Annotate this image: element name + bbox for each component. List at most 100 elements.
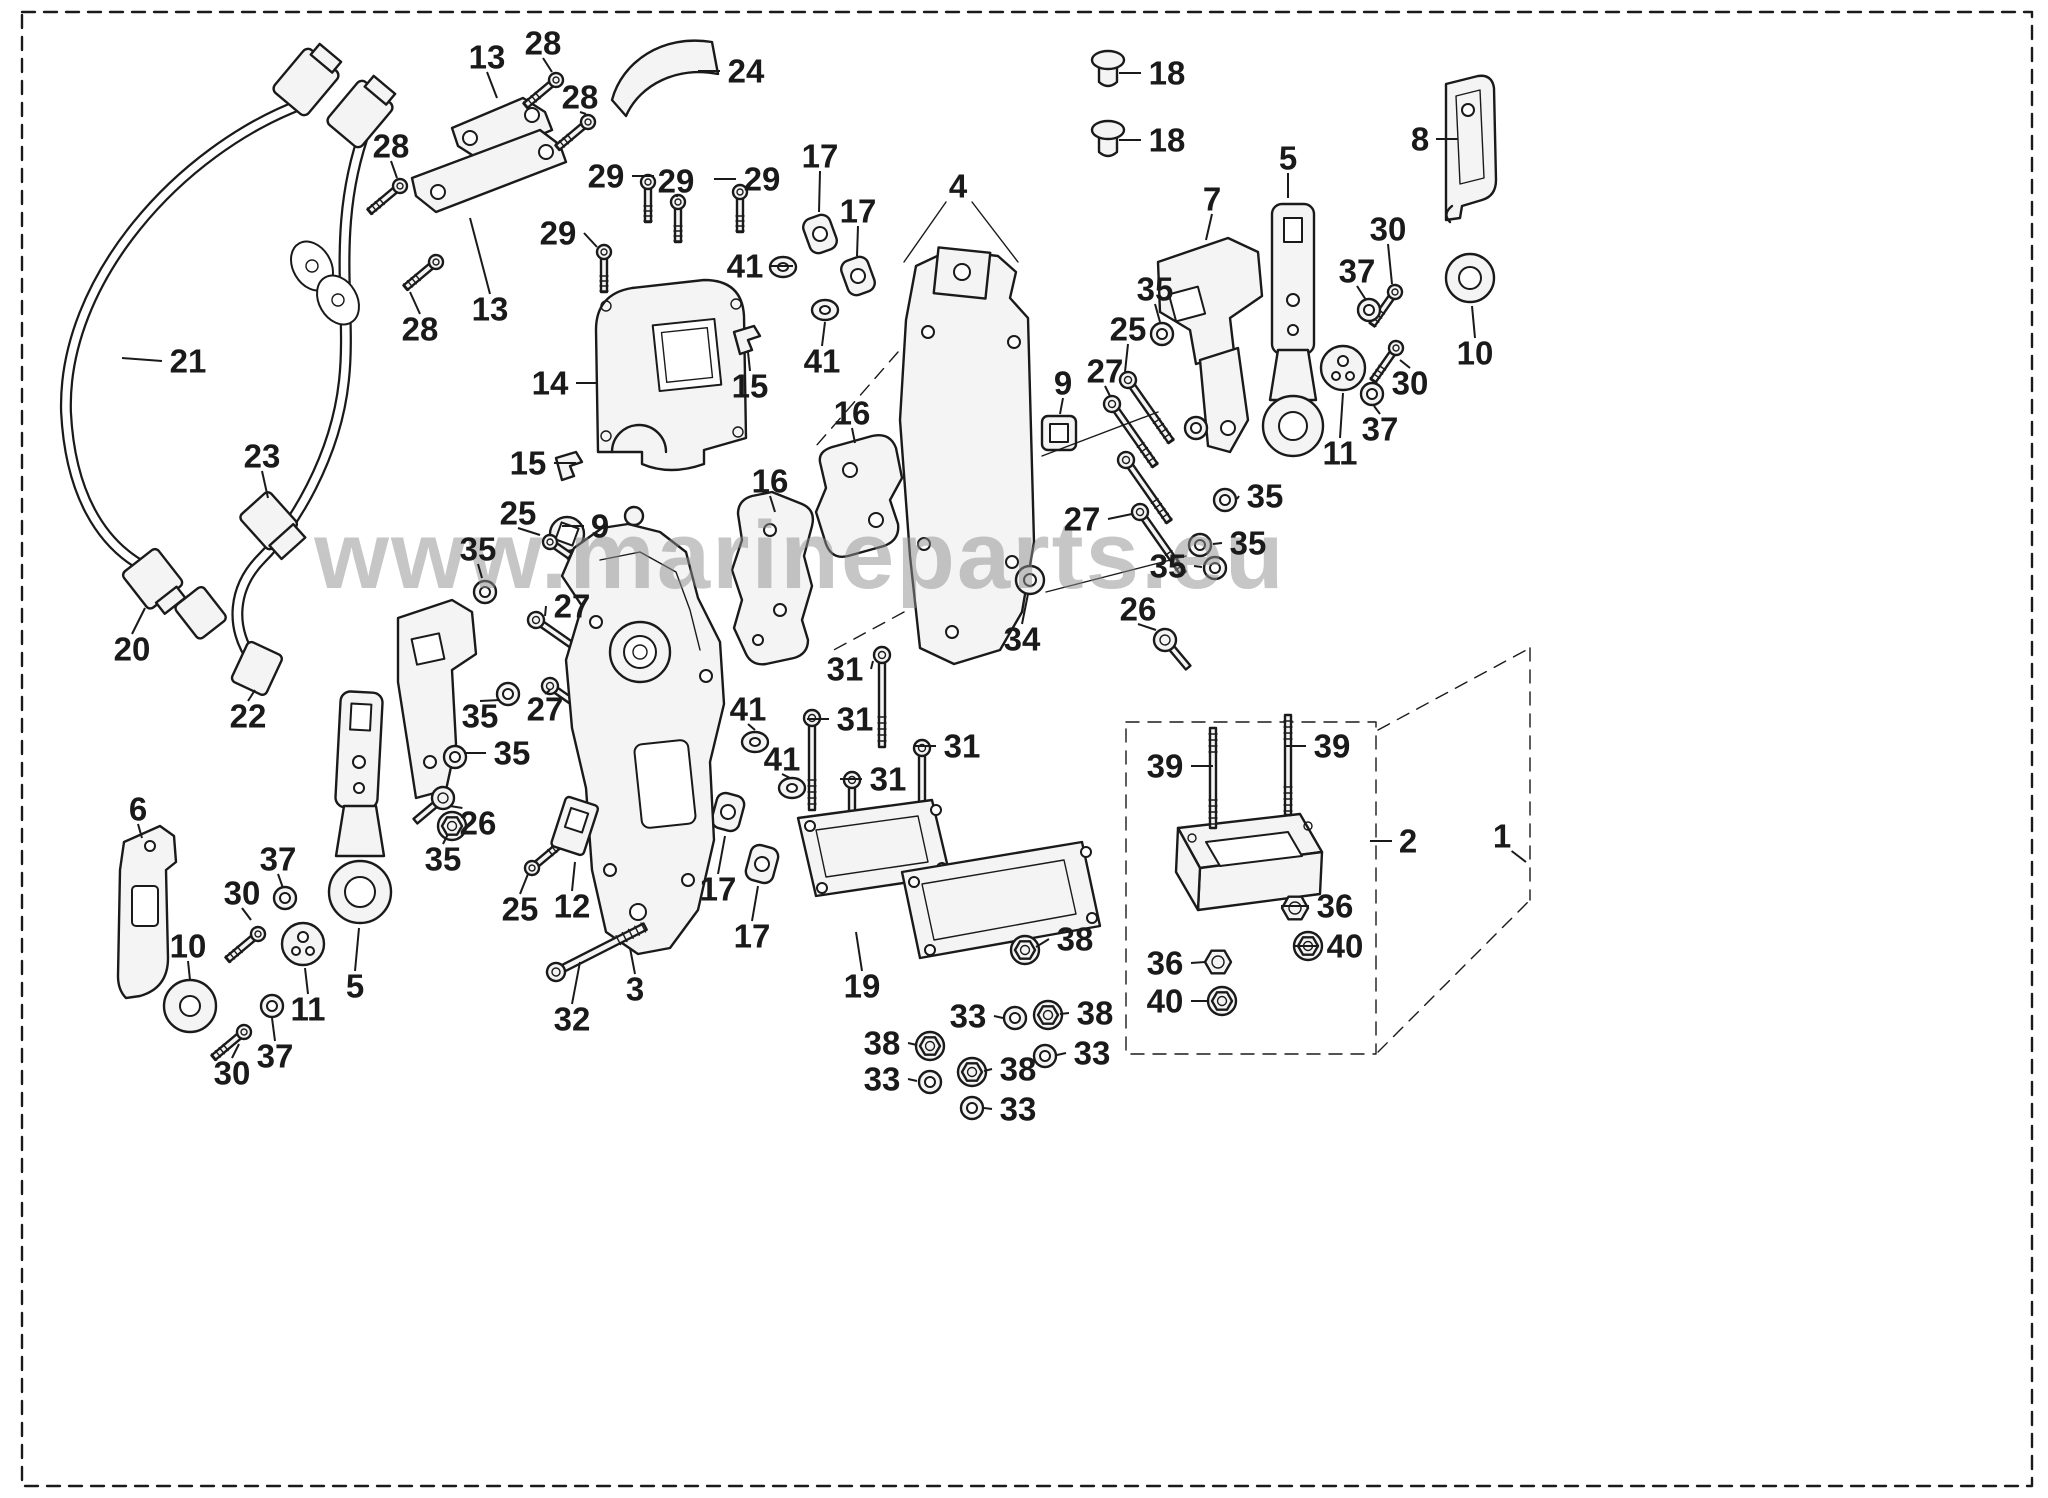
bracket-4 — [815, 201, 1036, 666]
leader-line-26 — [1137, 623, 1157, 631]
leader-line-30 — [1399, 359, 1411, 369]
leader-line-30 — [241, 907, 252, 921]
lever-5-left — [327, 690, 393, 925]
switch-housing-left — [396, 598, 478, 800]
housing-6 — [116, 824, 178, 1000]
part-number-30: 30 — [1370, 211, 1407, 248]
bolt-31-a — [872, 645, 892, 749]
collar-33-c — [917, 1069, 943, 1095]
leader-line-37 — [271, 1017, 276, 1042]
clamp-17-c — [710, 791, 746, 833]
part-number-35: 35 — [462, 698, 499, 735]
part-number-10: 10 — [1457, 335, 1494, 372]
part-number-33: 33 — [1074, 1035, 1111, 1072]
pin-18-a — [1090, 49, 1126, 88]
leader-line-1 — [1510, 850, 1527, 863]
leader-line-10 — [1471, 305, 1476, 339]
part-number-13: 13 — [469, 39, 506, 76]
mount-41-d — [777, 776, 807, 800]
clamp-17-a — [802, 213, 838, 255]
leader-line-38 — [907, 1042, 918, 1046]
clip-15-a — [732, 324, 762, 356]
part-number-41: 41 — [804, 343, 841, 380]
leader-line-17 — [856, 225, 859, 257]
washer-35-b — [1183, 415, 1209, 441]
part-number-23: 23 — [244, 438, 281, 475]
part-number-19: 19 — [844, 968, 881, 1005]
leader-line-33 — [907, 1078, 918, 1082]
leader-line-35 — [479, 699, 501, 702]
part-number-38: 38 — [864, 1025, 901, 1062]
bracket-13-lower — [410, 128, 568, 214]
washer-35-h — [442, 744, 468, 770]
part-number-28: 28 — [402, 311, 439, 348]
part-number-27: 27 — [1087, 353, 1124, 390]
cable-harness-21 — [59, 42, 343, 615]
grommet-10-right — [1444, 252, 1496, 304]
leader-line-31 — [870, 660, 874, 670]
leader-line-38 — [1035, 938, 1050, 948]
cable-connector-end — [230, 640, 283, 696]
leader-line-34 — [1021, 593, 1029, 625]
leader-line-6 — [137, 823, 143, 839]
leader-line-11 — [304, 967, 309, 995]
leader-line-35 — [1193, 565, 1203, 568]
part-number-30: 30 — [224, 875, 261, 912]
leader-line-35 — [477, 563, 483, 579]
assembly-box-1 — [1125, 647, 1531, 1055]
part-number-12: 12 — [554, 888, 591, 925]
part-number-35: 35 — [1247, 478, 1284, 515]
part-number-15: 15 — [510, 445, 547, 482]
part-number-26: 26 — [460, 805, 497, 842]
screw-29-b — [669, 193, 687, 244]
part-number-28: 28 — [562, 79, 599, 116]
cap-10-left — [162, 978, 218, 1034]
part-number-39: 39 — [1147, 748, 1184, 785]
part-number-37: 37 — [257, 1038, 294, 1075]
part-number-11: 11 — [291, 991, 326, 1028]
grommet-34 — [1014, 564, 1046, 596]
part-number-36: 36 — [1147, 945, 1184, 982]
leader-line-41 — [821, 321, 826, 347]
leader-line-37 — [1356, 285, 1367, 301]
leader-line-41 — [747, 723, 756, 731]
leader-line-25 — [517, 527, 541, 536]
part-number-4: 4 — [949, 168, 968, 205]
part-number-32: 32 — [554, 1001, 591, 1038]
mount-41-b — [810, 298, 840, 322]
gasket-16-b — [730, 490, 815, 666]
leader-line-5 — [354, 927, 360, 972]
part-number-35: 35 — [460, 531, 497, 568]
nut-38-a — [1009, 934, 1041, 966]
collar-33-d — [959, 1095, 985, 1121]
leader-line-33 — [993, 1015, 1004, 1019]
part-number-33: 33 — [864, 1061, 901, 1098]
leader-line-3 — [629, 947, 636, 975]
leader-line-19 — [855, 931, 863, 972]
washer-37-a — [1356, 297, 1382, 323]
part-number-25: 25 — [500, 495, 537, 532]
watermark: www.marineparts.eu — [313, 502, 1285, 609]
leader-line-33 — [1056, 1052, 1067, 1056]
part-number-22: 22 — [230, 698, 267, 735]
part-number-37: 37 — [1362, 411, 1399, 448]
leader-line-11 — [1339, 392, 1344, 439]
part-number-27: 27 — [527, 691, 564, 728]
part-number-29: 29 — [540, 215, 577, 252]
cable-harness-22 — [174, 74, 397, 696]
pin-18-b — [1090, 119, 1126, 158]
screw-25-right — [1115, 367, 1179, 448]
part-number-25: 25 — [502, 891, 539, 928]
lever-5-right — [1261, 202, 1325, 458]
part-number-2: 2 — [1399, 823, 1417, 860]
part-number-18: 18 — [1149, 122, 1186, 159]
part-number-20: 20 — [114, 631, 151, 668]
part-number-16: 16 — [834, 395, 871, 432]
screw-29-d — [595, 243, 613, 294]
screw-28-a — [519, 68, 568, 113]
stud-39-b — [1282, 713, 1294, 817]
part-number-37: 37 — [1339, 253, 1376, 290]
part-number-10: 10 — [170, 928, 207, 965]
